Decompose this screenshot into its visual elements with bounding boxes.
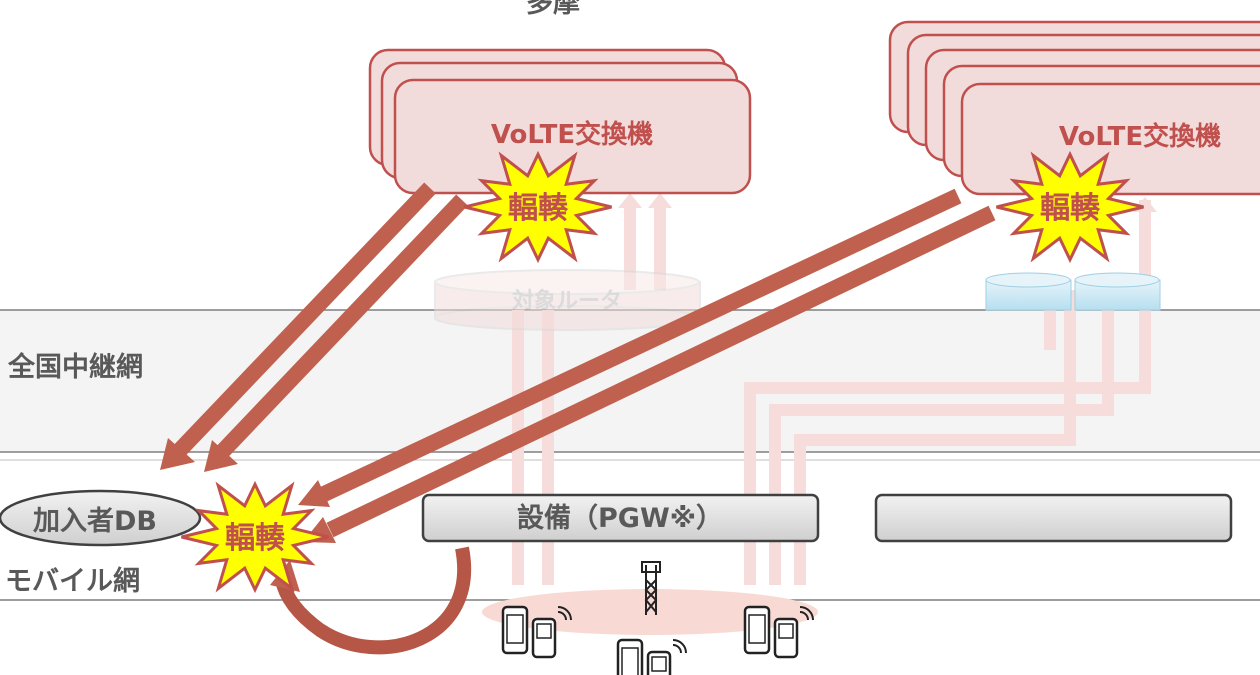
- congestion-label: 輻輳: [225, 521, 286, 556]
- congestion-arrows: [174, 182, 996, 538]
- mobile-phone-icon: [501, 605, 572, 659]
- relay-network-label: 全国中継網: [7, 351, 143, 383]
- volte-switch-left-label: VoLTE交換機: [491, 119, 653, 150]
- congestion-burst: 輻輳: [996, 150, 1144, 264]
- pgw-label: 設備（PGW※）: [517, 502, 723, 534]
- target-router-label: 対象ルータ: [512, 288, 622, 314]
- volte-switch-right-label: VoLTE交換機: [1059, 121, 1221, 152]
- mobile-phone-icon: [743, 605, 814, 659]
- target-router: 対象ルータ: [434, 269, 701, 331]
- mobile-phone-icon: [616, 638, 687, 675]
- congestion-label: 輻輳: [508, 191, 569, 226]
- volte-switch-right: [888, 20, 1260, 196]
- subscriber-db-label: 加入者DB: [33, 506, 157, 537]
- subscriber-db: 加入者DB: [0, 489, 202, 547]
- router-icons: [985, 272, 1161, 311]
- loop-arrow: [275, 546, 471, 655]
- congestion-label: 輻輳: [1040, 191, 1101, 226]
- congestion-burst: 輻輳: [464, 150, 612, 264]
- volte-switch-left: [368, 48, 752, 195]
- mobile-equipment-box: [874, 493, 1233, 543]
- mobile-network-label: モバイル網: [5, 565, 140, 597]
- cell-area: [482, 589, 818, 635]
- site-title: 多摩: [526, 0, 580, 19]
- cell-tower-icon: [641, 561, 661, 615]
- pgw-equipment: 設備（PGW※）: [421, 493, 820, 543]
- congestion-burst: 輻輳: [181, 480, 329, 594]
